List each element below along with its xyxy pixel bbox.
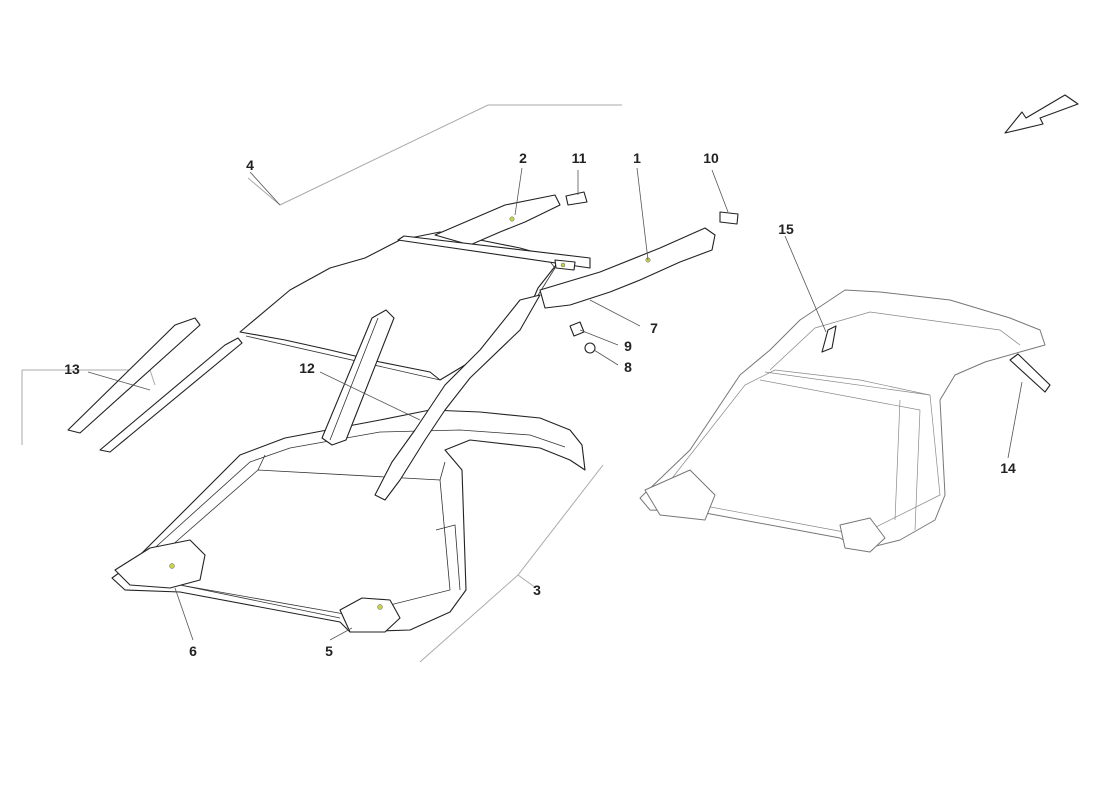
seal-part-12 (321, 309, 395, 446)
cross-bar-part (397, 235, 591, 271)
callout-7: 7 (650, 320, 658, 336)
callout-11: 11 (572, 150, 587, 166)
callout-9: 9 (624, 338, 632, 354)
callout-12: 12 (299, 360, 315, 376)
callout-2: 2 (519, 150, 527, 166)
clip-part-10 (719, 211, 739, 225)
clip-part-11 (565, 191, 588, 206)
callout-15: 15 (778, 221, 794, 237)
callout-labels: 1 2 3 4 5 6 7 8 9 10 11 12 13 14 15 (64, 150, 1016, 659)
ghost-roof-frame (639, 289, 1046, 553)
fastener-part-9 (569, 321, 585, 337)
callout-8: 8 (624, 359, 632, 375)
strip-part-13 (67, 317, 243, 453)
group-bracket-3 (419, 464, 604, 663)
callout-4: 4 (246, 157, 254, 173)
bracket-part-6 (114, 539, 206, 589)
callout-10: 10 (703, 150, 719, 166)
callout-14: 14 (1000, 460, 1016, 476)
callout-1: 1 (633, 150, 641, 166)
callout-5: 5 (325, 643, 333, 659)
group-bracket-4 (21, 104, 622, 445)
callout-6: 6 (189, 643, 197, 659)
callout-3: 3 (533, 582, 541, 598)
fastener-part-8 (584, 342, 596, 354)
side-rail (374, 294, 541, 501)
roof-frame-part-3 (111, 409, 586, 633)
rail-part-1 (539, 227, 716, 309)
seal-part-15 (821, 325, 837, 353)
bracket-part-5 (339, 597, 401, 633)
leader-lines (87, 167, 1023, 641)
direction-arrow-icon (1004, 94, 1079, 134)
rail-part-2 (434, 194, 561, 246)
seal-part-14 (1009, 353, 1051, 393)
callout-13: 13 (64, 361, 80, 377)
